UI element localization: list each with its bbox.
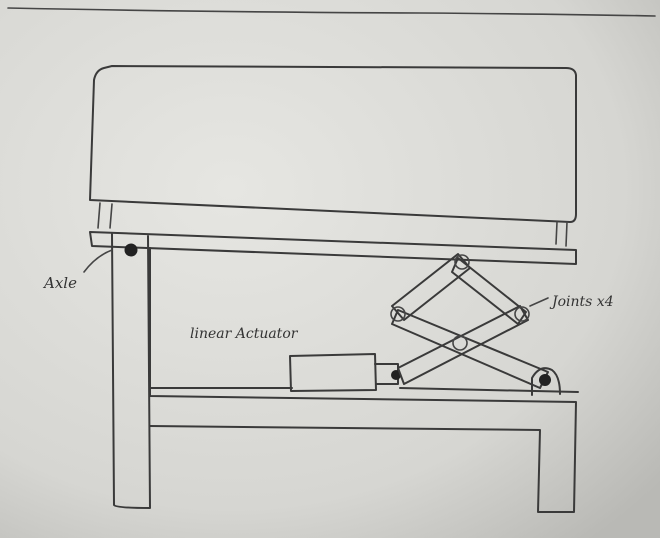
pivot-pin <box>539 374 551 386</box>
axle-label: Axle <box>42 274 77 292</box>
axle-pin <box>125 244 137 256</box>
joints-label: Joints x4 <box>549 294 614 310</box>
linear-actuator-label: linear Actuator <box>190 326 299 342</box>
